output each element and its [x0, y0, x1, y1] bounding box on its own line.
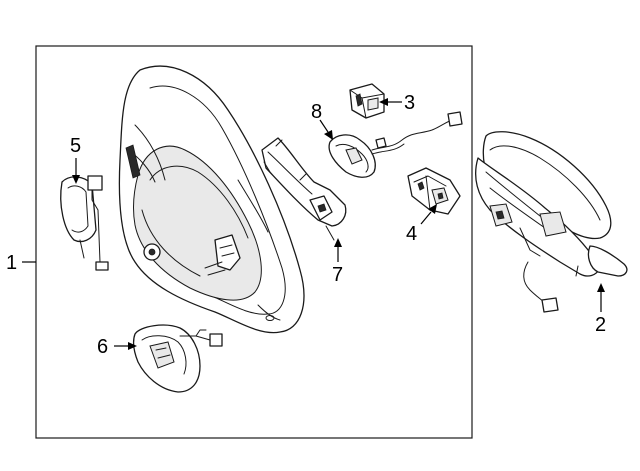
part-5-control-module — [60, 175, 109, 271]
callout-label-6: 6 — [97, 336, 108, 358]
callout-label-8: 8 — [311, 101, 322, 123]
callout-label-3: 3 — [404, 92, 415, 114]
callout-label-7: 7 — [332, 264, 343, 286]
part-4-switch-module — [407, 167, 461, 215]
callout-label-2: 2 — [595, 314, 606, 336]
callout-label-4: 4 — [406, 223, 417, 245]
callout-label-5: 5 — [70, 135, 81, 157]
callout-leaders — [22, 98, 605, 350]
part-8-multifunction-switch — [328, 111, 463, 178]
part-2-wheel-side-view — [475, 131, 628, 313]
part-6-switch-assembly — [132, 324, 223, 393]
steering-wheel — [118, 65, 305, 334]
callout-label-1: 1 — [6, 252, 17, 274]
part-3-switch — [349, 83, 385, 119]
part-7-switch-bracket — [261, 137, 347, 241]
assembly-frame — [35, 45, 473, 439]
